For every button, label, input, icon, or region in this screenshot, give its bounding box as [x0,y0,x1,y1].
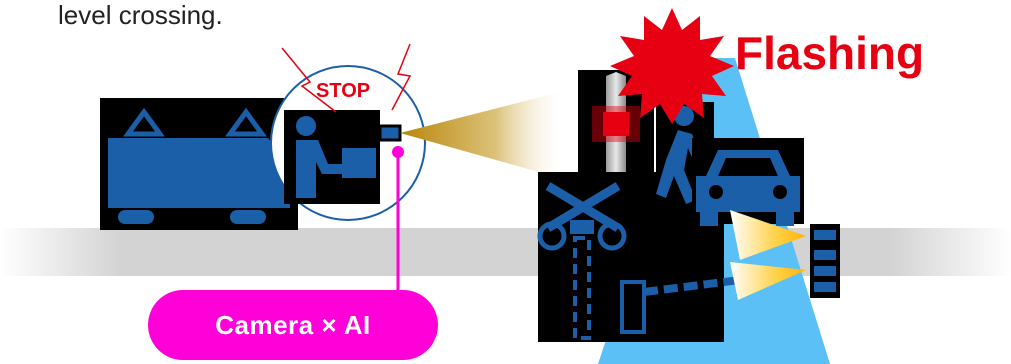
camera-ai-badge: Camera × AI [148,290,438,360]
side-signal-icon [810,224,840,298]
driver-icon [284,110,380,204]
train-icon [100,98,298,230]
stop-label: STOP [316,80,370,103]
camera-view-cone [400,92,560,178]
connector-dot [392,146,404,158]
rail-track [0,228,1011,276]
flashing-label: Flashing [735,26,924,80]
caption-text: level crossing. [58,0,223,31]
camera-icon [380,126,400,140]
camera-ai-label: Camera × AI [215,310,371,341]
car-icon [692,138,804,226]
